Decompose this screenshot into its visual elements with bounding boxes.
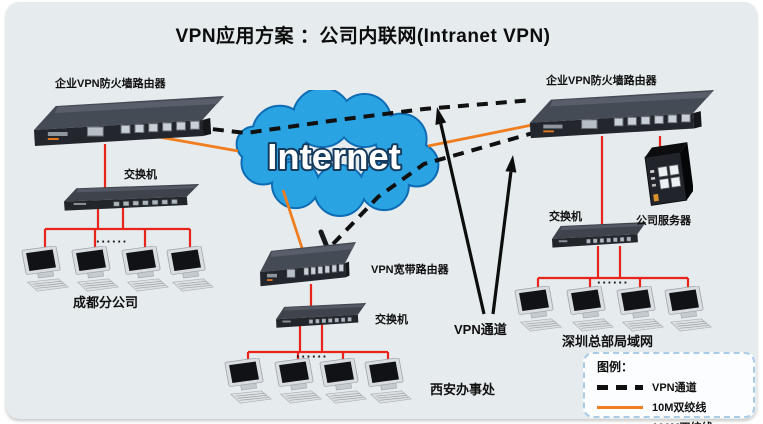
chengdu-switch-device (64, 184, 202, 212)
chengdu-group-label: 成都分公司 (73, 295, 139, 310)
legend-label: 100M双绞线 (652, 419, 713, 424)
shenzhen-switch-device (552, 222, 648, 249)
xian-pc-4 (363, 358, 413, 404)
shenzhen-router-label: 企业VPN防火墙路由器 (546, 75, 657, 87)
xian-pc-2 (273, 358, 323, 404)
shenzhen-router-device (526, 90, 718, 140)
xian-pc-3 (318, 358, 368, 404)
shenzhen-server-device (641, 142, 693, 208)
shenzhen-pc-1 (513, 286, 563, 332)
chengdu-pc-2 (70, 246, 120, 292)
xian-switch-device (276, 303, 368, 329)
legend-row-100m: 100M双绞线 (597, 419, 743, 424)
legend-row-vpn-tunnel: VPN通道 (597, 379, 743, 395)
shenzhen-pc-4 (663, 286, 713, 332)
pc-icon (318, 358, 368, 404)
router-icon (258, 242, 358, 288)
pc-icon (363, 358, 413, 404)
chengdu-more-pcs-ellipsis: ······ (96, 234, 128, 249)
chengdu-router-label: 企业VPN防火墙路由器 (55, 78, 166, 90)
chengdu-switch-label: 交换机 (124, 169, 157, 181)
xian-pc-1 (223, 358, 273, 404)
internet-label: Internet (267, 136, 401, 177)
legend-box: 图例： VPN通道 10M双绞线 100M双绞线 (583, 352, 755, 424)
internet-cloud-icon: Internet (235, 90, 440, 218)
page-title: VPN应用方案 ：公司内联网(Intranet VPN) (175, 26, 551, 47)
server-icon (641, 142, 693, 208)
pc-icon (223, 358, 273, 404)
chengdu-router-device (30, 96, 228, 148)
shenzhen-pc-3 (615, 286, 665, 332)
legend-label: 10M双绞线 (652, 402, 707, 414)
xian-more-pcs-ellipsis: ······ (296, 349, 328, 364)
router-icon (30, 96, 228, 148)
shenzhen-more-pcs-ellipsis: ······ (597, 275, 629, 290)
pc-icon (513, 286, 563, 332)
xian-router-device (258, 242, 358, 288)
pc-icon (20, 246, 70, 292)
switch-icon (276, 303, 368, 329)
xian-router-label: VPN宽带路由器 (371, 264, 449, 276)
internet-cloud: Internet (222, 90, 450, 218)
router-icon (526, 90, 718, 140)
pc-icon (615, 286, 665, 332)
chengdu-pc-4 (165, 246, 215, 292)
chengdu-pc-3 (120, 246, 170, 292)
shenzhen-pc-2 (565, 286, 615, 332)
pc-icon (120, 246, 170, 292)
pc-icon (70, 246, 120, 292)
shenzhen-group-label: 深圳总部局域网 (562, 334, 654, 349)
pc-icon (663, 286, 713, 332)
xian-switch-label: 交换机 (375, 314, 408, 326)
xian-group-label: 西安办事处 (430, 382, 496, 397)
legend-row-10m: 10M双绞线 (597, 399, 743, 415)
switch-icon (64, 184, 202, 212)
switch-icon (552, 222, 648, 249)
pc-icon (165, 246, 215, 292)
shenzhen-switch-label: 交换机 (549, 211, 582, 223)
pc-icon (565, 286, 615, 332)
vpn-tunnel-label: VPN通道 (454, 322, 507, 337)
legend-label: VPN通道 (652, 382, 697, 394)
chengdu-pc-1 (20, 246, 70, 292)
orange-line-sample-icon (597, 405, 643, 409)
shenzhen-server-label: 公司服务器 (636, 215, 691, 227)
legend-title: 图例： (597, 360, 634, 374)
dashed-line-sample-icon (597, 384, 643, 390)
pc-icon (273, 358, 323, 404)
